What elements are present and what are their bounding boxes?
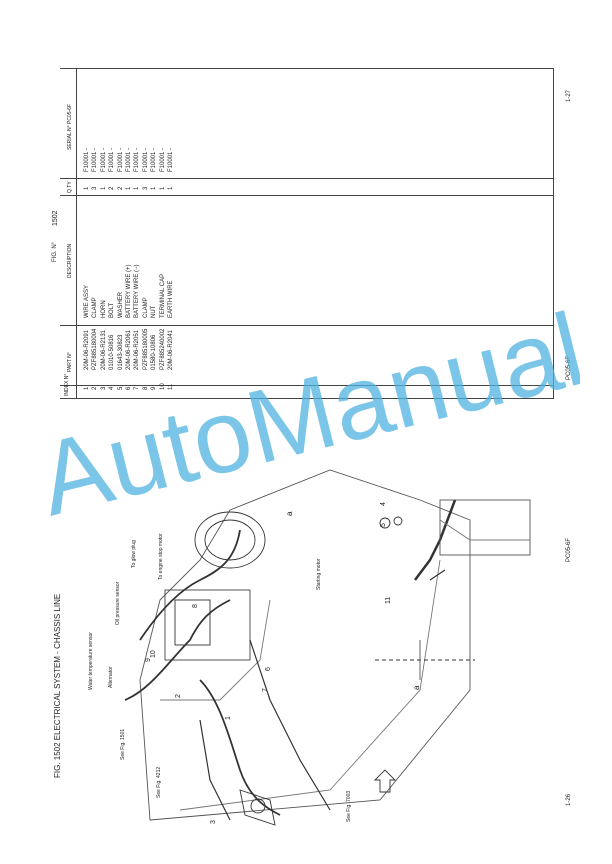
table-right-border <box>553 68 554 398</box>
col-divider-qty <box>60 195 554 196</box>
callout-6: 6 <box>265 667 272 671</box>
callout-8: 8 <box>192 604 199 608</box>
callout-2: 2 <box>175 694 182 698</box>
callout-11: 11 <box>385 596 392 604</box>
callout-10: 10 <box>150 650 157 658</box>
table-top-border <box>60 68 554 69</box>
header-divider <box>76 68 77 398</box>
col-divider-index <box>60 385 554 386</box>
callout-4: 4 <box>380 502 387 506</box>
callout-a-bottom: a <box>412 685 421 690</box>
callout-5: 5 <box>380 523 387 527</box>
callout-3: 3 <box>210 820 217 824</box>
table-bottom-border <box>60 398 554 399</box>
callout-7: 7 <box>262 688 269 692</box>
callout-a-top: a <box>285 511 294 516</box>
callout-1: 1 <box>225 716 232 720</box>
col-divider-serial <box>60 178 554 179</box>
col-divider-desc <box>60 325 554 326</box>
callout-9: 9 <box>145 658 152 662</box>
